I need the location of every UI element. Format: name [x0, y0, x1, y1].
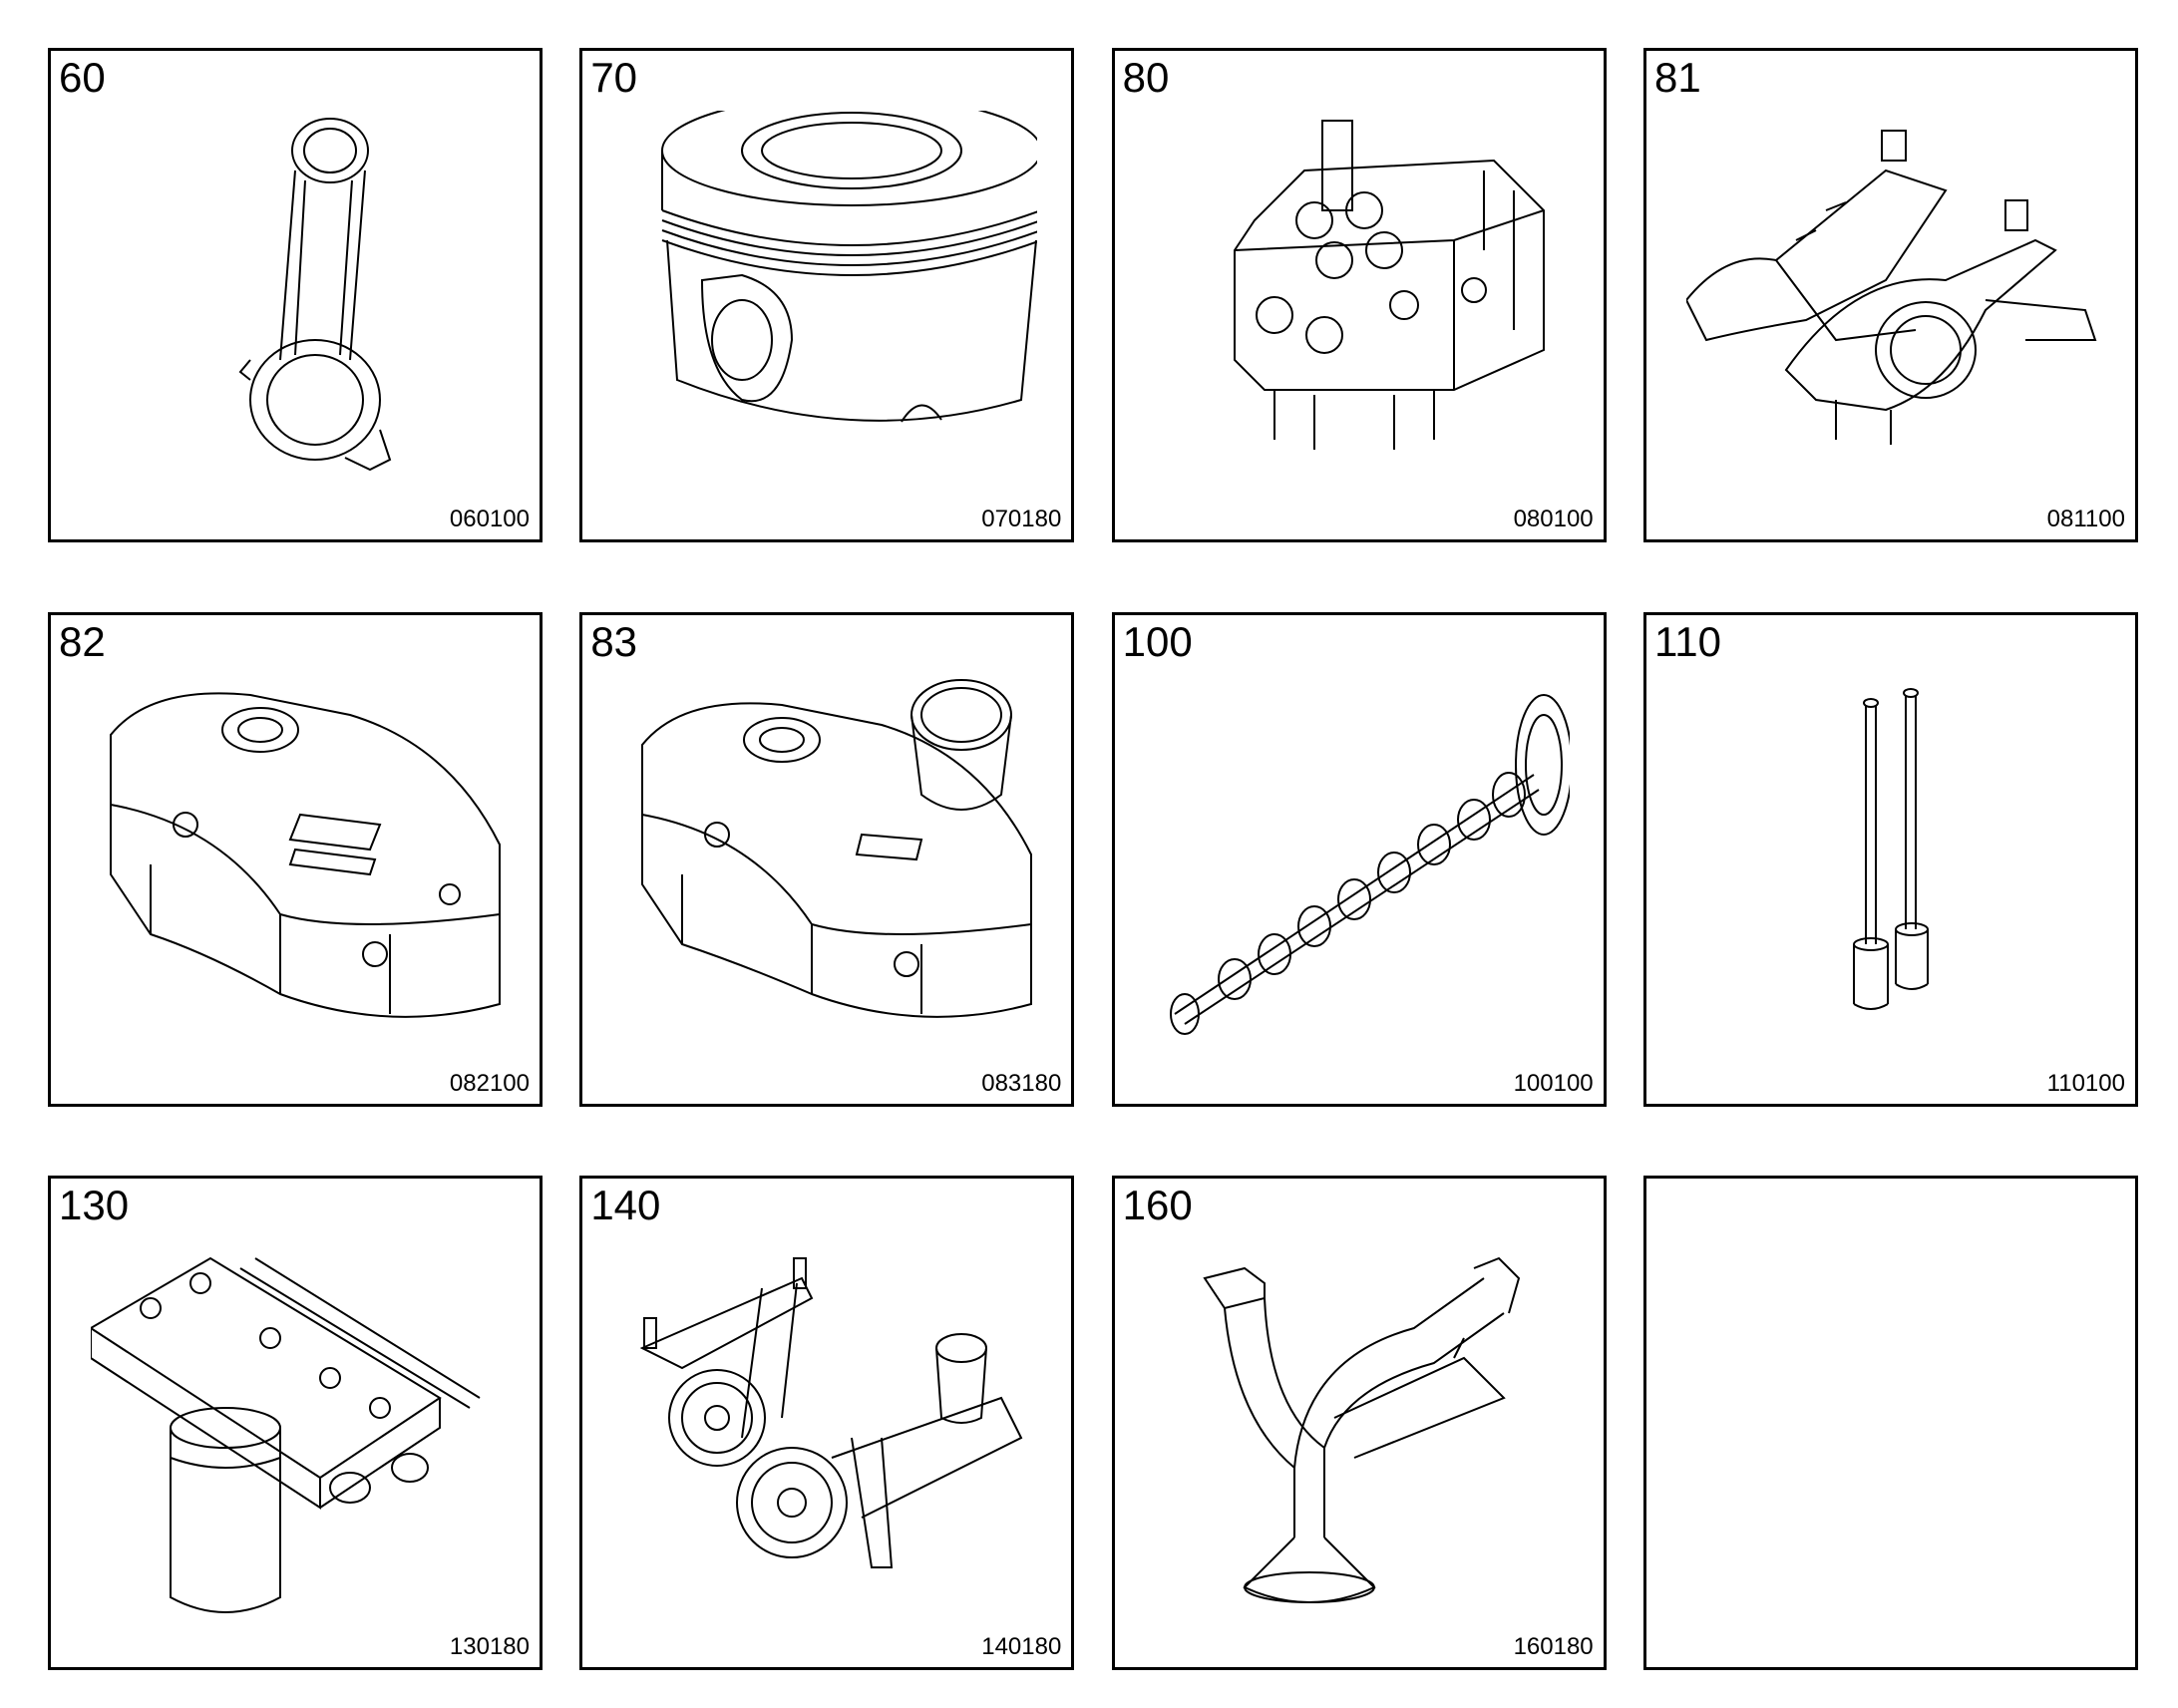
- part-tile-110[interactable]: 110 110100: [1642, 611, 2138, 1107]
- part-tile-160[interactable]: 160 160180: [1111, 1176, 1607, 1670]
- part-code: 060100: [449, 506, 530, 532]
- part-code: 081100: [2046, 506, 2125, 532]
- parts-grid: 60 060100 70: [48, 48, 2138, 1670]
- empty-tile: [1642, 1176, 2138, 1670]
- part-number: 70: [590, 54, 638, 101]
- part-code: 140180: [981, 1633, 1062, 1660]
- part-tile-130[interactable]: 130 130180: [48, 1176, 543, 1670]
- part-code: 083180: [981, 1069, 1062, 1097]
- part-number: 83: [590, 617, 638, 665]
- part-number: 160: [1122, 1182, 1193, 1228]
- part-code: 160180: [1513, 1633, 1594, 1660]
- part-code: 082100: [449, 1069, 530, 1097]
- piston-icon: [622, 111, 1037, 490]
- part-tile-81[interactable]: 81 081100: [1642, 48, 2138, 542]
- part-code: 070180: [981, 506, 1062, 532]
- part-tile-83[interactable]: 83 083180: [579, 611, 1075, 1107]
- valve-cover-icon: [91, 675, 506, 1054]
- part-code: 130180: [449, 1633, 530, 1660]
- cylinder-head-icon: [1155, 111, 1570, 490]
- oil-filter-housing-icon: [91, 1238, 506, 1617]
- part-code: 110100: [2046, 1069, 2125, 1097]
- part-number: 100: [1122, 617, 1193, 665]
- oil-pump-icon: [622, 1238, 1037, 1617]
- part-tile-60[interactable]: 60 060100: [48, 48, 543, 542]
- part-number: 82: [59, 617, 106, 665]
- push-rods-icon: [1686, 675, 2101, 1054]
- part-code: 080100: [1513, 506, 1594, 532]
- oil-suction-pipe-icon: [1155, 1238, 1570, 1617]
- part-number: 110: [1653, 617, 1721, 665]
- valve-cover-with-cap-icon: [622, 675, 1037, 1054]
- part-tile-82[interactable]: 82 082100: [48, 611, 543, 1107]
- camshaft-icon: [1155, 675, 1570, 1054]
- part-tile-100[interactable]: 100 100100: [1111, 611, 1607, 1107]
- part-number: 80: [1122, 54, 1170, 101]
- part-number: 60: [59, 54, 106, 101]
- part-number: 140: [590, 1182, 661, 1228]
- part-number: 130: [59, 1182, 130, 1228]
- connecting-rod-icon: [91, 111, 506, 490]
- part-code: 100100: [1513, 1069, 1594, 1097]
- part-tile-140[interactable]: 140 140180: [579, 1176, 1075, 1670]
- part-tile-80[interactable]: 80 080100: [1111, 48, 1607, 542]
- part-number: 81: [1653, 54, 1701, 101]
- part-tile-70[interactable]: 70 070180: [579, 48, 1075, 542]
- rocker-arm-icon: [1686, 111, 2101, 490]
